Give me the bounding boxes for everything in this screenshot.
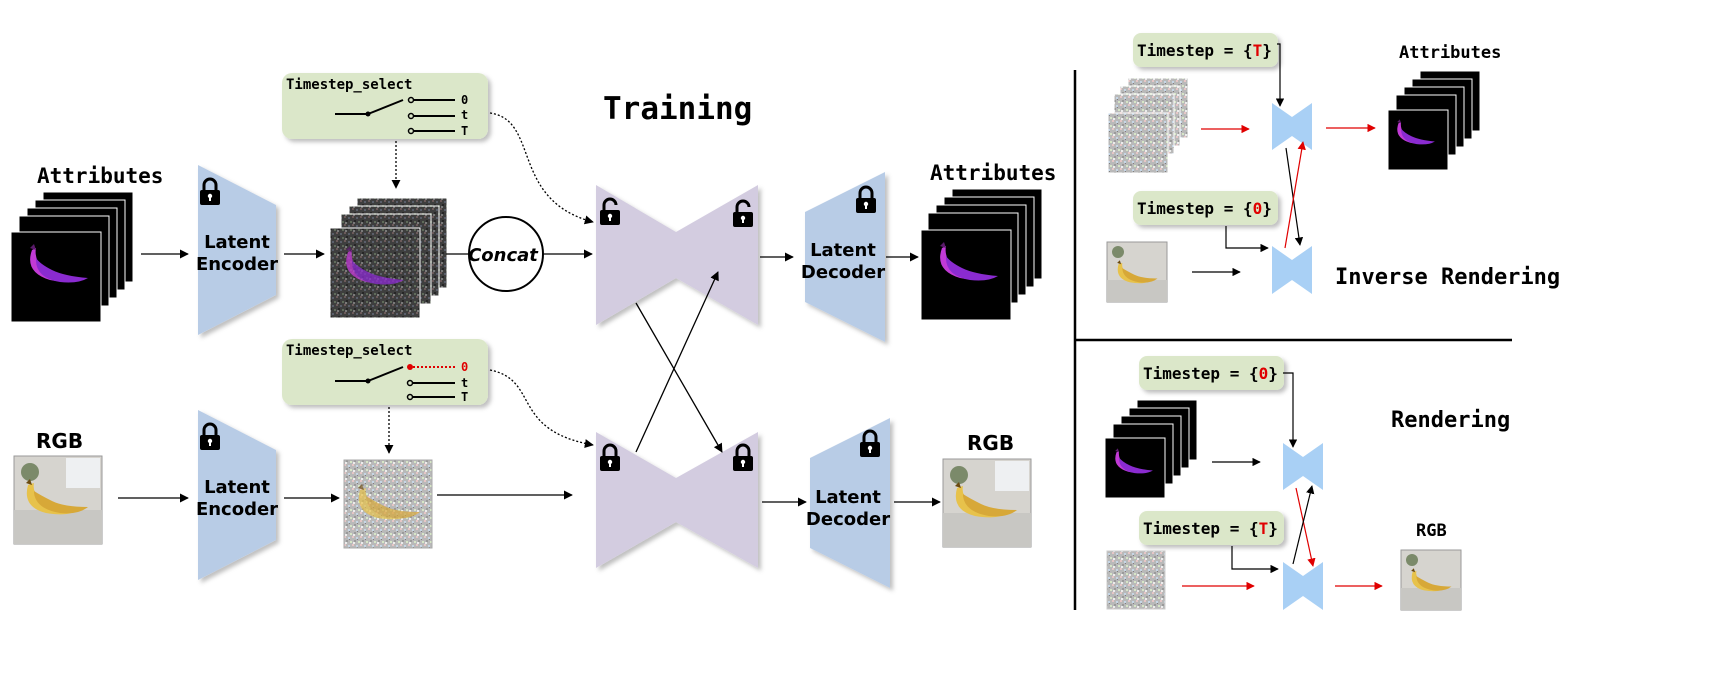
noisy-rgb-image	[343, 459, 433, 549]
encoder-top-line2: Encoder	[196, 254, 278, 275]
latent-encoder-top: Latent Encoder	[196, 165, 278, 335]
decoder-top-line2: Decoder	[801, 262, 885, 283]
latent-decoder-top: Latent Decoder	[801, 172, 885, 342]
noisy-attributes-stack	[329, 197, 448, 319]
ir-noise-stack	[1107, 77, 1189, 174]
r-unet-bottom	[1283, 562, 1323, 610]
attributes-output-label: Attributes	[930, 161, 1056, 185]
r-timestep-top-box	[1139, 356, 1284, 390]
r-noise-input	[1106, 550, 1166, 610]
r-output-label: RGB	[1416, 521, 1447, 541]
inverse-rendering-panel: Timestep = {T} Timestep = {0} Attributes…	[1106, 33, 1560, 303]
training-arrows	[118, 112, 941, 507]
switch-bottom-opt-0: 0	[461, 360, 468, 374]
attributes-input-stack	[10, 191, 134, 323]
latent-encoder-bottom: Latent Encoder	[196, 410, 278, 580]
encoder-bottom-line2: Encoder	[196, 499, 278, 520]
rgb-output-label: RGB	[967, 431, 1014, 455]
attributes-input-label: Attributes	[37, 164, 163, 188]
rgb-output-image	[942, 458, 1032, 548]
ir-timestep-bottom-box	[1133, 191, 1278, 225]
switch-bottom-opt-T: T	[461, 390, 468, 404]
switch-bottom-opt-t: t	[461, 376, 468, 390]
concat-label: Concat	[468, 245, 539, 266]
ir-timestep-top: Timestep = {T}	[1137, 41, 1272, 60]
ir-unet-top	[1272, 103, 1312, 150]
r-attributes-input	[1104, 399, 1198, 499]
encoder-top-line1: Latent	[204, 232, 270, 253]
timestep-select-top: Timestep_select 0 t T	[282, 73, 488, 139]
r-timestep-bottom: Timestep = {T}	[1143, 519, 1278, 538]
timestep-select-bottom: Timestep_select 0 t T	[282, 339, 488, 405]
switch-top-title: Timestep_select	[286, 77, 412, 93]
r-title: Rendering	[1391, 408, 1510, 433]
ir-title: Inverse Rendering	[1335, 265, 1560, 290]
ir-timestep-bottom: Timestep = {0}	[1137, 199, 1272, 218]
rendering-panel: Timestep = {0} Timestep = {T} RGB Render…	[1104, 356, 1510, 611]
ir-attributes-output	[1387, 70, 1481, 171]
concat-node: Concat	[468, 216, 544, 292]
switch-bottom-title: Timestep_select	[286, 343, 412, 359]
ir-unet-bottom	[1272, 246, 1312, 294]
r-rgb-output	[1400, 549, 1462, 611]
latent-decoder-bottom: Latent Decoder	[806, 418, 890, 588]
rgb-input-label: RGB	[36, 429, 83, 453]
r-timestep-bottom-box	[1139, 511, 1284, 545]
unet-bottom	[596, 432, 758, 568]
decoder-top-line1: Latent	[810, 240, 876, 261]
encoder-bottom-line1: Latent	[204, 477, 270, 498]
r-unet-top	[1283, 443, 1323, 490]
ir-output-label: Attributes	[1399, 43, 1501, 63]
decoder-bottom-line1: Latent	[815, 487, 881, 508]
attributes-output-stack	[920, 188, 1043, 321]
switch-top-opt-t: t	[461, 108, 468, 122]
ir-timestep-top-box	[1133, 33, 1278, 67]
ir-rgb-input	[1106, 241, 1168, 303]
training-title: Training	[603, 91, 752, 127]
unet-top	[596, 185, 758, 325]
switch-top-opt-T: T	[461, 124, 468, 138]
switch-top-opt-0: 0	[461, 93, 468, 107]
decoder-bottom-line2: Decoder	[806, 509, 890, 530]
r-timestep-top: Timestep = {0}	[1143, 364, 1278, 383]
rgb-input-image	[13, 455, 103, 545]
